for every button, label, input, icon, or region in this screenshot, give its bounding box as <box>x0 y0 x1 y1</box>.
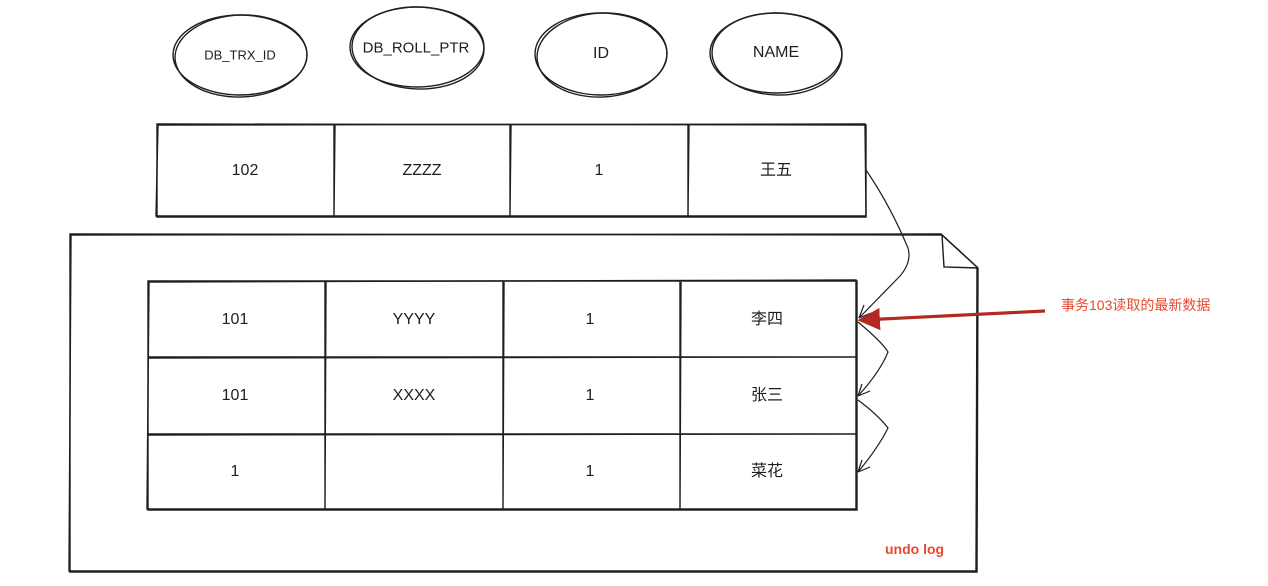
undo-row-1-roll-ptr: YYYY <box>392 311 436 328</box>
undo-row-2-roll-ptr: XXXX <box>392 387 436 404</box>
undo-row-1-id: 1 <box>585 311 595 328</box>
pointer-row1-to-row2 <box>857 321 889 397</box>
current-row-table <box>155 123 867 218</box>
header-ellipse-db-roll-ptr <box>349 6 485 90</box>
header-ellipses <box>172 6 843 98</box>
undo-row-2-trx-id: 101 <box>221 387 249 404</box>
header-db-roll-ptr: DB_ROLL_PTR <box>362 39 470 57</box>
header-ellipse-id <box>534 12 668 98</box>
annotation-arrow <box>857 307 1046 331</box>
header-ellipse-db-trx-id <box>172 14 308 98</box>
current-row-id: 1 <box>594 162 604 179</box>
annotation-label: 事务103读取的最新数据 <box>1061 297 1211 313</box>
undo-log-label: undo log <box>885 541 945 557</box>
current-row-roll-ptr: ZZZZ <box>402 162 442 179</box>
header-id: ID <box>593 45 609 62</box>
undo-row-3-trx-id: 1 <box>230 463 240 480</box>
roll-pointer-chain <box>857 169 910 473</box>
undo-log-table <box>146 279 858 511</box>
header-ellipse-name <box>709 12 843 96</box>
undo-row-3-id: 1 <box>585 463 595 480</box>
pointer-current-to-row1 <box>858 169 910 319</box>
undo-row-3-name: 菜花 <box>750 463 784 480</box>
undo-row-2-id: 1 <box>585 387 595 404</box>
undo-log-frame <box>68 233 979 573</box>
current-row-name: 王五 <box>759 162 793 179</box>
undo-row-1-trx-id: 101 <box>221 311 249 328</box>
current-row-trx-id: 102 <box>231 162 259 179</box>
header-db-trx-id: DB_TRX_ID <box>204 47 276 63</box>
pointer-row2-to-row3 <box>857 399 889 473</box>
undo-row-2-name: 张三 <box>750 387 784 404</box>
header-name: NAME <box>752 44 800 61</box>
undo-row-1-name: 李四 <box>750 311 784 328</box>
